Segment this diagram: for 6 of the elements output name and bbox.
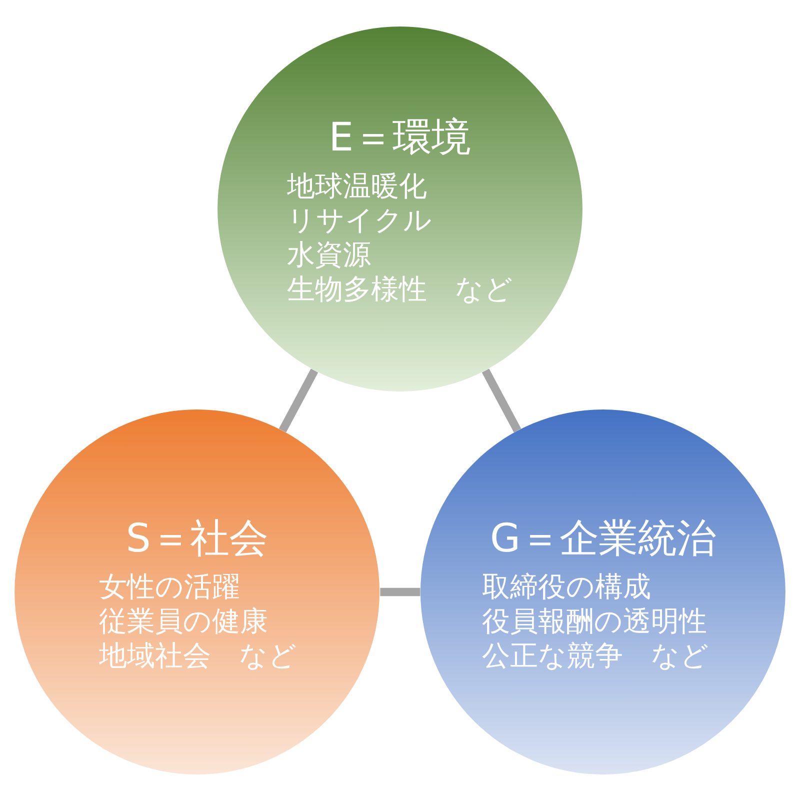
node-circle: G＝企業統治 取締役の構成 役員報酬の透明性 公正な競争 など — [420, 409, 786, 774]
node-circle: E＝環境 地球温暖化 リサイクル 水資源 生物多様性 など — [218, 26, 582, 391]
node-circle: S＝社会 女性の活躍 従業員の健康 地域社会 など — [14, 409, 380, 774]
connector — [278, 368, 318, 432]
connector — [482, 368, 522, 432]
connector — [380, 587, 420, 596]
